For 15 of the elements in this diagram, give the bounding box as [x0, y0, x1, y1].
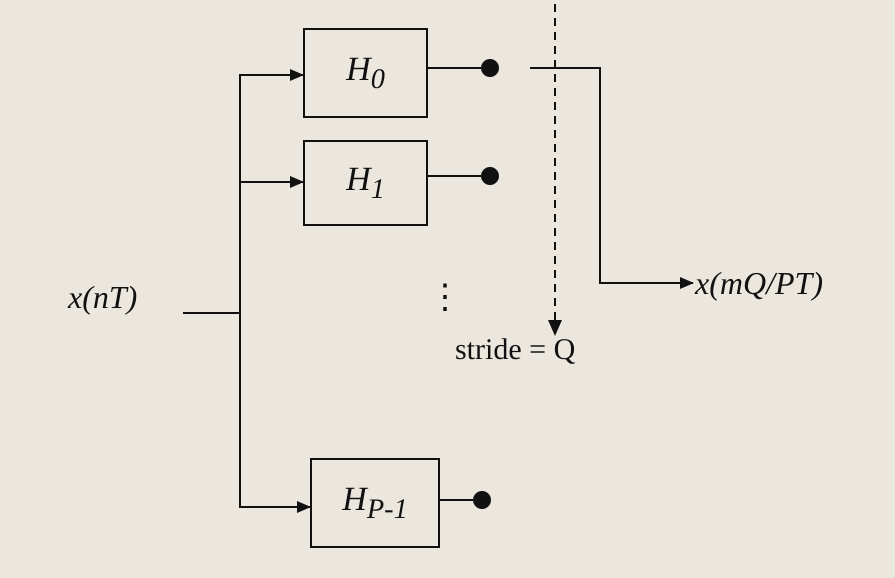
signal-label: x(mQ/PT)	[695, 264, 823, 302]
filter-box	[303, 28, 428, 118]
stride-label: stride = Q	[455, 333, 576, 367]
junction-dot	[481, 59, 499, 77]
filter-label: H$_{1}$	[346, 160, 385, 206]
filter-label: H$_{P-1}$	[342, 480, 408, 526]
junction-dot	[473, 491, 491, 509]
junction-dot	[481, 167, 499, 185]
filter-box	[310, 458, 440, 548]
arrow	[183, 312, 311, 513]
ellipsis: ⋮	[428, 278, 462, 317]
arrow	[530, 67, 694, 289]
filter-box	[303, 140, 428, 226]
signal-label: x(nT)	[68, 278, 138, 316]
filter-label: H$_{0}$	[346, 50, 385, 96]
